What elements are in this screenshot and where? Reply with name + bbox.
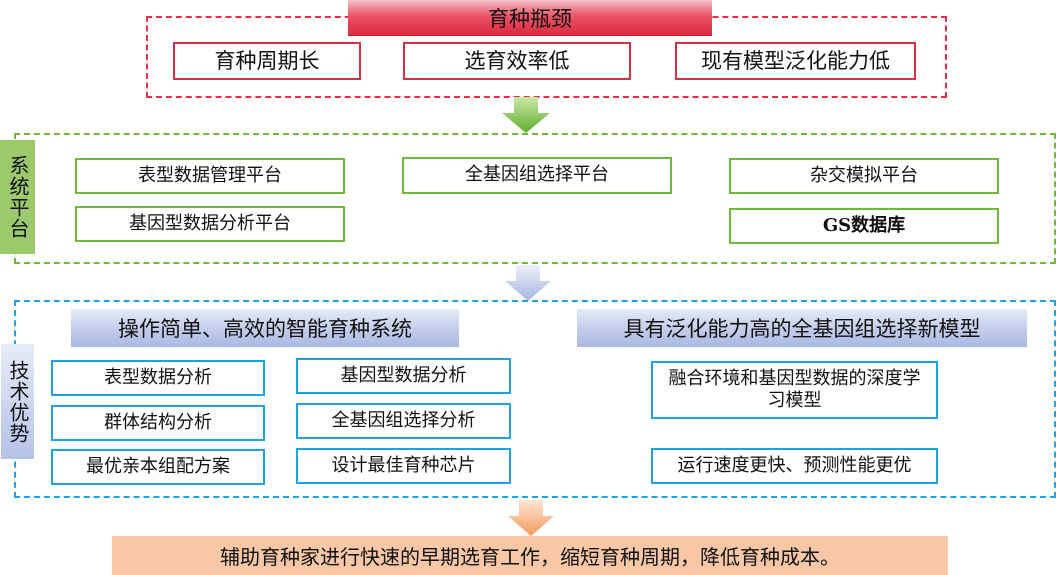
platform-item-genomic-selection: 全基因组选择平台 — [402, 157, 672, 194]
arrow-down-icon — [505, 265, 551, 301]
advantage-item-faster-better: 运行速度更快、预测性能更优 — [651, 448, 938, 484]
advantage-left-title-text: 操作简单、高效的智能育种系统 — [118, 317, 412, 341]
advantage-item-genotype-analysis: 基因型数据分析 — [296, 358, 511, 394]
bottleneck-title: 育种瓶颈 — [348, 0, 712, 36]
advantage-item-text: 融合环境和基因型数据的深度学习模型 — [668, 367, 921, 412]
bottleneck-item-text: 现有模型泛化能力低 — [701, 48, 890, 73]
bottleneck-title-text: 育种瓶颈 — [488, 6, 572, 31]
advantage-item-text: 运行速度更快、预测性能更优 — [677, 454, 912, 476]
advantage-item-population-structure: 群体结构分析 — [51, 405, 265, 441]
bottleneck-item-text: 育种周期长 — [214, 48, 320, 73]
platform-item-text: 表型数据管理平台 — [138, 164, 282, 186]
platform-item-text: GS数据库 — [822, 214, 906, 236]
advantage-left-title: 操作简单、高效的智能育种系统 — [71, 309, 459, 347]
advantage-side-label: 技术优势 — [1, 344, 34, 459]
advantage-side-label-text: 技术优势 — [6, 359, 30, 444]
bottleneck-item-low-efficiency: 选育效率低 — [403, 42, 631, 80]
platform-item-hybrid-simulation: 杂交模拟平台 — [729, 158, 999, 194]
advantage-item-deep-learning-model: 融合环境和基因型数据的深度学习模型 — [651, 361, 938, 419]
advantage-item-genomic-selection-analysis: 全基因组选择分析 — [296, 403, 511, 439]
advantage-item-phenotype-analysis: 表型数据分析 — [51, 360, 265, 396]
platform-side-label: 系统平台 — [0, 140, 35, 254]
platform-item-text: 全基因组选择平台 — [465, 164, 609, 186]
bottleneck-item-long-cycle: 育种周期长 — [173, 42, 361, 80]
platform-item-genotype-analysis: 基因型数据分析平台 — [75, 206, 345, 242]
bottleneck-item-text: 选育效率低 — [464, 48, 570, 73]
advantage-item-parent-combination: 最优亲本组配方案 — [51, 449, 265, 485]
advantage-item-breeding-chip: 设计最佳育种芯片 — [296, 448, 511, 484]
advantage-item-text: 设计最佳育种芯片 — [331, 454, 476, 476]
advantage-item-text: 最优亲本组配方案 — [86, 455, 230, 477]
outcome-banner: 辅助育种家进行快速的早期选育工作，缩短育种周期，降低育种成本。 — [112, 536, 948, 575]
advantage-item-text: 基因型数据分析 — [340, 364, 467, 386]
platform-item-text: 杂交模拟平台 — [810, 164, 918, 186]
advantage-item-text: 全基因组选择分析 — [331, 409, 476, 431]
bottleneck-item-low-generalization: 现有模型泛化能力低 — [675, 42, 916, 80]
platform-item-text: 基因型数据分析平台 — [129, 212, 291, 234]
outcome-text: 辅助育种家进行快速的早期选育工作，缩短育种周期，降低育种成本。 — [220, 545, 840, 569]
advantage-item-text: 群体结构分析 — [104, 411, 212, 433]
platform-item-gs-database: GS数据库 — [729, 208, 999, 244]
arrow-down-icon — [502, 97, 550, 133]
platform-section — [14, 133, 1056, 264]
advantage-right-title-text: 具有泛化能力高的全基因组选择新模型 — [623, 317, 981, 341]
arrow-down-icon — [508, 500, 554, 536]
advantage-item-text: 表型数据分析 — [104, 366, 212, 388]
advantage-right-title: 具有泛化能力高的全基因组选择新模型 — [577, 309, 1027, 347]
platform-item-phenotype-management: 表型数据管理平台 — [75, 158, 345, 194]
platform-side-label-text: 系统平台 — [6, 155, 30, 239]
